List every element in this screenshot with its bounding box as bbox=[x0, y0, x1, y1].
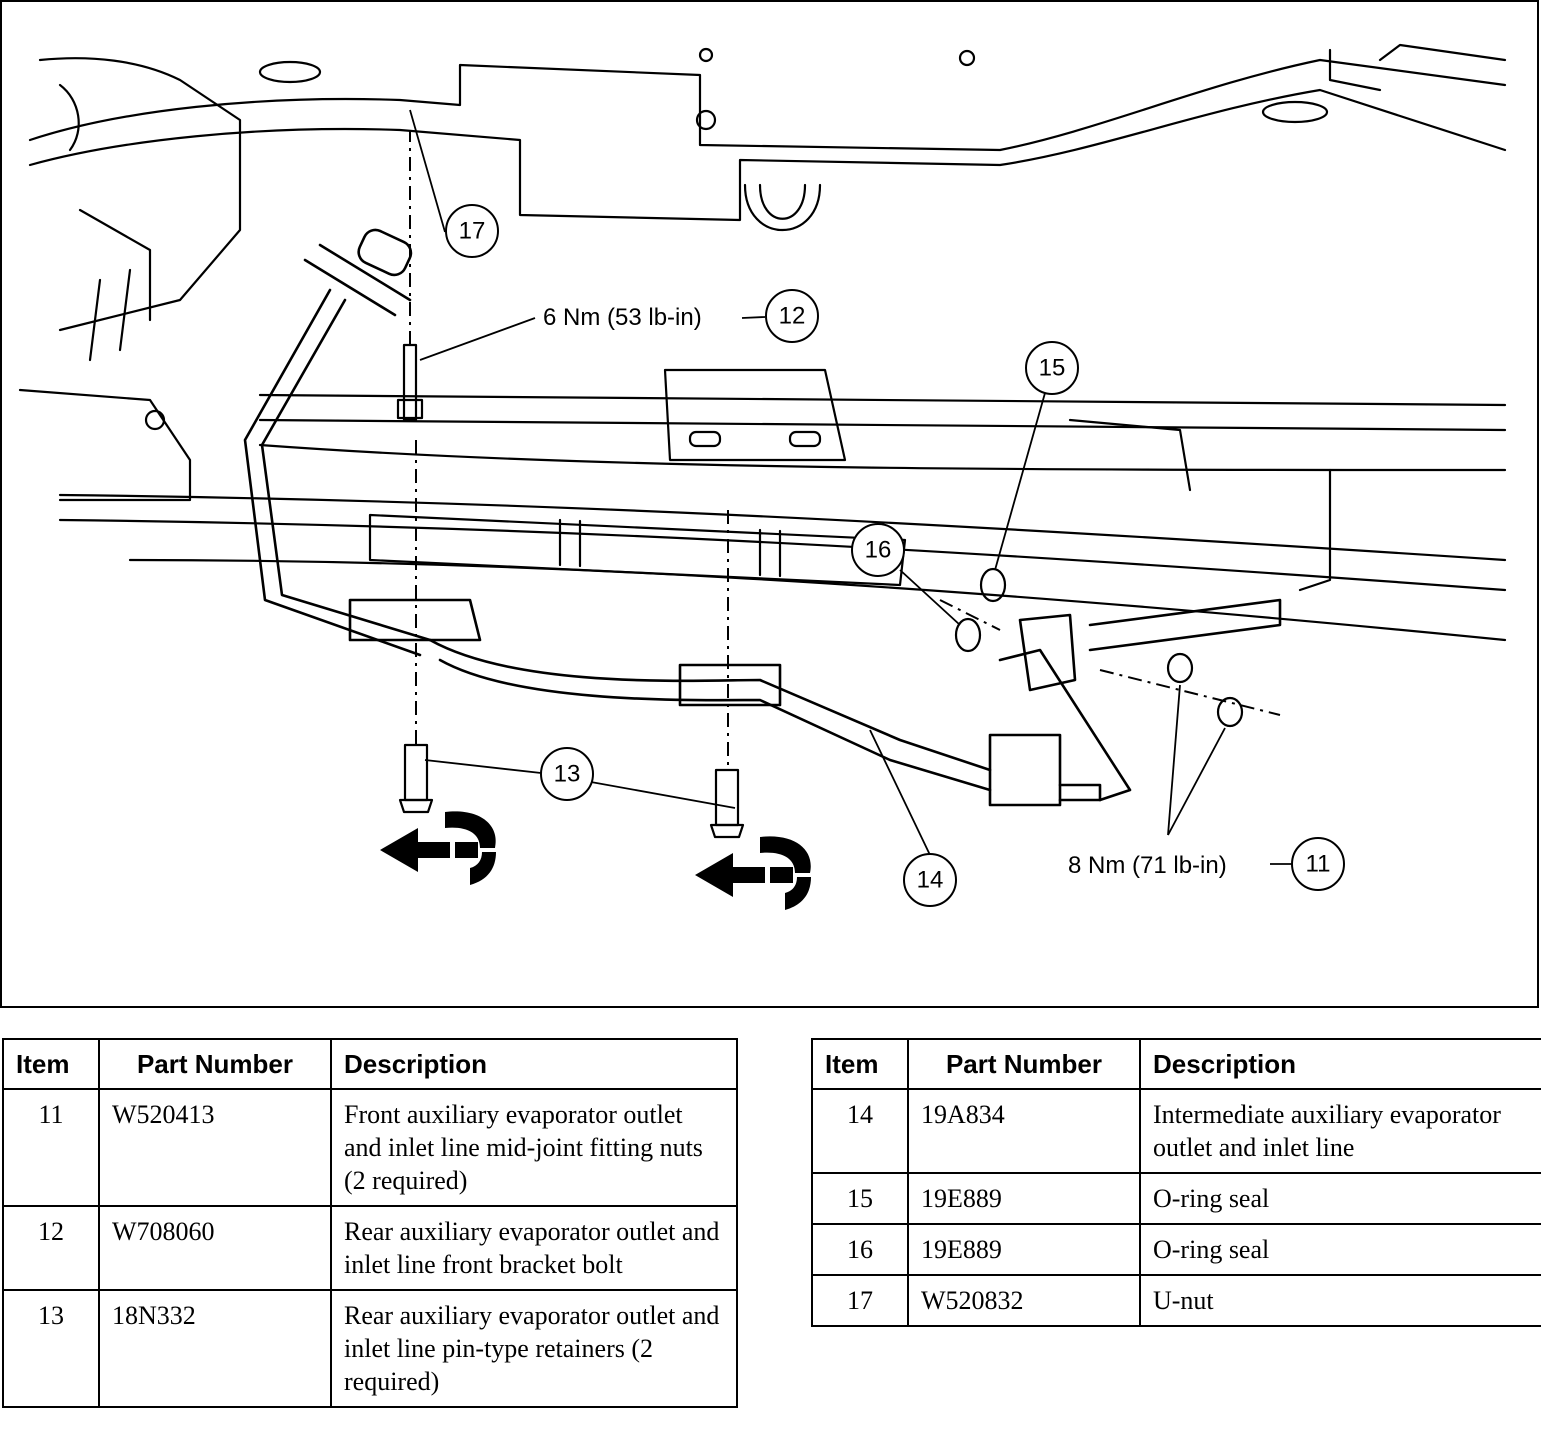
table-row: 16 19E889 O-ring seal bbox=[811, 1223, 1541, 1276]
diagram-frame bbox=[0, 0, 1539, 1008]
cell-item: 16 bbox=[811, 1223, 909, 1276]
oring-16 bbox=[954, 617, 982, 653]
callout-15-circle bbox=[1025, 341, 1079, 395]
torque-label-11: 8 Nm (71 lb-in) bbox=[1068, 852, 1227, 879]
callout-16-circle bbox=[851, 523, 905, 577]
cell-description: Front auxiliary evaporator outlet and in… bbox=[330, 1088, 738, 1207]
header-description: Description bbox=[1139, 1038, 1541, 1090]
header-item: Item bbox=[2, 1038, 100, 1090]
callout-16-label: 16 bbox=[865, 537, 892, 564]
exploded-diagram: 17 12 15 16 13 14 11 6 Nm (53 lb-in) 8 N… bbox=[0, 0, 1539, 1008]
retainer-13-left bbox=[398, 743, 434, 814]
cell-item: 11 bbox=[2, 1088, 100, 1207]
cell-description: U-nut bbox=[1139, 1274, 1541, 1327]
push-arrow-right bbox=[695, 836, 811, 910]
retainer-13-right bbox=[709, 768, 745, 839]
callout-11-label: 11 bbox=[1306, 851, 1331, 878]
header-description: Description bbox=[330, 1038, 738, 1090]
cell-part-number: 18N332 bbox=[98, 1289, 332, 1408]
callout-14-circle bbox=[903, 853, 957, 907]
cell-description: Rear auxiliary evaporator outlet and inl… bbox=[330, 1289, 738, 1408]
header-part-number: Part Number bbox=[907, 1038, 1141, 1090]
header-item: Item bbox=[811, 1038, 909, 1090]
muffler-assembly bbox=[368, 513, 907, 587]
bolt-12 bbox=[396, 343, 424, 422]
leader-lines bbox=[409, 109, 1292, 865]
cell-item: 13 bbox=[2, 1289, 100, 1408]
vehicle-body-upper bbox=[28, 43, 1507, 232]
cell-item: 17 bbox=[811, 1274, 909, 1327]
table-row: 14 19A834 Intermediate auxiliary evapora… bbox=[811, 1088, 1541, 1174]
frame-rails bbox=[58, 368, 1507, 642]
cell-part-number: W708060 bbox=[98, 1205, 332, 1291]
callout-15-label: 15 bbox=[1039, 355, 1066, 382]
table-row: 13 18N332 Rear auxiliary evaporator outl… bbox=[2, 1289, 738, 1408]
table-row: 12 W708060 Rear auxiliary evaporator out… bbox=[2, 1205, 738, 1291]
push-arrow-left bbox=[380, 811, 496, 885]
cell-description: O-ring seal bbox=[1139, 1172, 1541, 1225]
callout-17-circle bbox=[445, 204, 499, 258]
cell-description: Rear auxiliary evaporator outlet and inl… bbox=[330, 1205, 738, 1291]
vehicle-body-left bbox=[18, 57, 242, 502]
parts-table-left: Item Part Number Description 11 W520413 … bbox=[2, 1038, 738, 1408]
evaporator-lines bbox=[243, 228, 1282, 807]
nut-11-b bbox=[1216, 696, 1244, 728]
cell-item: 12 bbox=[2, 1205, 100, 1291]
oring-15 bbox=[979, 567, 1007, 603]
callout-14-label: 14 bbox=[917, 867, 944, 894]
callout-17-label: 17 bbox=[459, 218, 486, 245]
assembly-dash-lines bbox=[409, 130, 1281, 770]
cell-part-number: 19A834 bbox=[907, 1088, 1141, 1174]
table-row: 15 19E889 O-ring seal bbox=[811, 1172, 1541, 1225]
table-row: 11 W520413 Front auxiliary evaporator ou… bbox=[2, 1088, 738, 1207]
table-row: 17 W520832 U-nut bbox=[811, 1274, 1541, 1327]
callout-11-circle bbox=[1291, 837, 1345, 891]
cell-part-number: W520832 bbox=[907, 1274, 1141, 1327]
cell-part-number: W520413 bbox=[98, 1088, 332, 1207]
header-part-number: Part Number bbox=[98, 1038, 332, 1090]
callout-13-circle bbox=[540, 747, 594, 801]
cell-part-number: 19E889 bbox=[907, 1223, 1141, 1276]
callout-12-label: 12 bbox=[779, 303, 806, 330]
callout-13-label: 13 bbox=[554, 761, 581, 788]
cell-item: 15 bbox=[811, 1172, 909, 1225]
table-header-row: Item Part Number Description bbox=[811, 1038, 1541, 1090]
parts-table-right: Item Part Number Description 14 19A834 I… bbox=[811, 1038, 1541, 1327]
cell-item: 14 bbox=[811, 1088, 909, 1174]
callout-12-circle bbox=[765, 289, 819, 343]
nut-11-a bbox=[1166, 652, 1194, 684]
cell-part-number: 19E889 bbox=[907, 1172, 1141, 1225]
cell-description: O-ring seal bbox=[1139, 1223, 1541, 1276]
cell-description: Intermediate auxiliary evaporator outlet… bbox=[1139, 1088, 1541, 1174]
torque-label-12: 6 Nm (53 lb-in) bbox=[543, 304, 702, 331]
table-header-row: Item Part Number Description bbox=[2, 1038, 738, 1090]
